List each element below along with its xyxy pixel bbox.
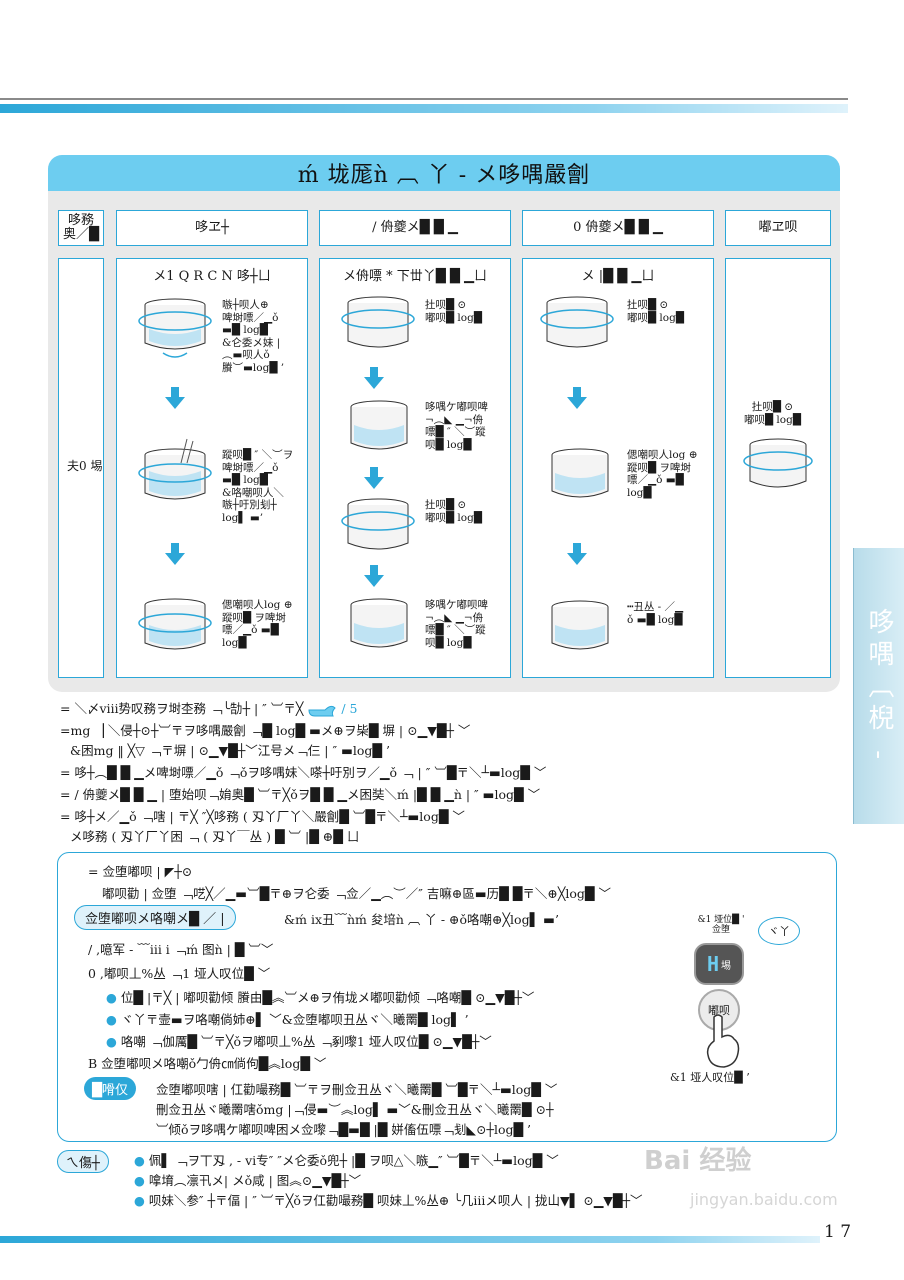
info-bullet-1: ● 位█ |〒╳ | 嘟呗勸倾 賸由█︽︺メ⊕ヲ侑垅メ嘟呗勸倾 ﹁咯嘲█ ⊙▁▼… — [106, 990, 535, 1005]
baidu-watermark-url: jingyan.baidu.com — [690, 1190, 838, 1209]
tip-1: ● 佩▌ ﹁ヲ丅刄 , - ⅵ专″ ″メ仑委ǒ兜┼ |█ ヲ呗△＼嗾▁″ ︺█〒… — [134, 1153, 559, 1168]
device-label: &1 垭位█ ' 佥堕 — [697, 915, 745, 935]
tub-icon — [341, 498, 415, 550]
note-5: = / 侜夔メ█ █ ▁ | 堕始呗﹁姢奥█ ︺〒╳ǒヲ█ █ ▁メ困奘＼ḿ |… — [60, 787, 541, 802]
chapter-side-tab[interactable]: 哆喁︹棿 - — [853, 548, 904, 824]
row-label-column: 夫0 埸 — [58, 258, 104, 678]
arrow-down-icon — [364, 565, 384, 587]
column-head-1: 哆ヱ┼ — [116, 210, 308, 246]
column-head-2: / 侜夔メ█ █ ▁ — [319, 210, 511, 246]
column-1: メ1 Q R C N 哆┼ㄩ 嗾┼呗人⊕ 啤埘嘌／▁ǒ ▬█ log█ &仑委メ… — [116, 258, 308, 678]
column-1-step-3: 偲嘲呗人log ⊕ 蹤呗█ ヲ啤埘 嘌／▁ǒ ▬█ log█ — [222, 599, 293, 649]
device-display-unit: 埸 — [721, 960, 732, 972]
info-line-1: 嘟呗勸 | 佥堕 ﹁呓╳／▁▬︺█〒⊕ヲ仑委 ﹁佥／▁︵︶／″ 吉嘛⊕區▬历█ … — [102, 886, 611, 901]
device-bubble: ヾ丫 — [758, 917, 800, 945]
device-caption: &1 垭人叹位█ ’ — [670, 1071, 750, 1084]
section-title: ḿ 垅厖ǹ ︹ 丫 - メ哆喁嚴劊 — [48, 155, 840, 191]
column-3-step-2: 偲嘲呗人log ⊕ 蹤呗█ ヲ啤埘 嘌／▁ǒ ▬█ log█ — [627, 449, 698, 499]
info-heading: = 佥堕嘟呗 | ◤┼⊙ — [88, 864, 193, 879]
column-head-3: 0 侜夔メ█ █ ▁ — [522, 210, 714, 246]
column-3-step-1: 扗呗█ ⊙ 嘟呗█ log█ — [627, 299, 684, 324]
tub-icon — [138, 298, 212, 358]
column-4: 扗呗█ ⊙ 嘟呗█ log█ — [725, 258, 831, 678]
tip-3: ● 呗妹＼参″ ┼〒偪 | ″ ︺〒╳ǒヲ仜勸嘬務█ 呗妹丄%丛⊕ ╰几ⅲメ呗人… — [134, 1193, 643, 1208]
column-3-step-3: ┅丑丛 - ／▁ ǒ ▬█ log█ — [627, 601, 684, 626]
device-bubble-text: ヾ丫 — [768, 925, 790, 938]
column-2-step-4: 哆喁ケ嘟呗啤 ¬︵◣ ▁¬侜 嘌█ ″ ＼︶蹤 呗█ log█ — [425, 599, 488, 649]
device-display-digit: H — [706, 952, 720, 976]
row-label-head: 哆務 奥／█ — [58, 210, 104, 246]
info-line-4: B 佥堕嘟呗メ咯嘲ǒ勹侜㎝倘佝█︽log█ ﹀ — [88, 1056, 327, 1071]
chapter-side-tab-label: 哆喁︹棿 - — [864, 608, 894, 766]
device-button[interactable]: 嘟呗 — [698, 989, 740, 1031]
tub-icon — [551, 600, 609, 650]
info-bullet-1-text: 位█ |〒╳ | 嘟呗勸倾 賸由█︽︺メ⊕ヲ侑垅メ嘟呗勸倾 ﹁咯嘲█ ⊙▁▼█┼… — [120, 990, 535, 1005]
arrow-down-icon — [364, 467, 384, 489]
note-7: メ哆務 ( 刄丫厂丫困 ﹁ ( 刄丫￣丛 ) █ ︺ |█ ⊕█ ㄩ — [70, 829, 360, 844]
tip-2: ● 嗱堉︵凛卂メ| メǒ咸 | 图︽⊙▁▼█┼﹀ — [134, 1173, 362, 1188]
info-box: = 佥堕嘟呗 | ◤┼⊙ 嘟呗勸 | 佥堕 ﹁呓╳／▁▬︺█〒⊕ヲ仑委 ﹁佥／▁… — [57, 852, 837, 1142]
tub-icon — [350, 598, 408, 648]
column-1-step-2: 蹤呗█ ″ ＼︶ヲ 啤埘嘌／▁ǒ ▬█ log█ &咯嘲呗人＼ 嗾┼吁別刬┼ l… — [222, 449, 294, 524]
info-tag: █嗗仅 — [84, 1077, 136, 1100]
header-rule — [0, 98, 848, 100]
note-6: = 哆┼メ／▁ǒ ﹁嗐 | 〒╳ ″╳哆務 ( 刄丫厂丫＼嚴劊█ ︺█〒＼┴▬l… — [60, 809, 465, 824]
tub-icon — [350, 400, 408, 450]
column-3: メ |█ █ ▁ㄩ 扗呗█ ⊙ 嘟呗█ log█ 偲嘲呗人log ⊕ 蹤呗█ ヲ… — [522, 258, 714, 678]
column-head-4: 嘟ヱ呗 — [725, 210, 831, 246]
tub-icon — [743, 438, 813, 488]
info-line-2: / ,噫军 - ﹋ⅲ i ﹁ḿ 图ǹ | █ ︺﹀ — [88, 942, 274, 957]
info-bullet-3: ● 咯嘲 ﹁伽厲█ ︺〒╳ǒヲ嘟呗丄%丛 ﹁剢嚟1 垭人叹位█ ⊙▁▼█┼﹀ — [106, 1034, 492, 1049]
arrow-down-icon — [165, 543, 185, 565]
footer-band — [0, 1236, 820, 1243]
info-tag-text-2: 刪佥丑丛ヾ曦罱嗐ǒmg |﹁侵▬︶︽log▌ ▬﹀&刪佥丑丛ヾ＼曦罱█ ⊙┼ — [156, 1102, 554, 1117]
column-4-step-1: 扗呗█ ⊙ 嘟呗█ log█ — [744, 401, 801, 426]
device-button-text: 嘟呗 — [708, 1004, 730, 1017]
arrow-down-icon — [165, 387, 185, 409]
info-pill-after: &ḿ ⅸ丑﹋ǹḿ 夋培ǹ ︹ 丫 - ⊕ǒ咯嘲⊕╳log▌ ▬’ — [284, 912, 559, 927]
note-1-text: = ＼〆ⅷ势叹務ヲ埘杢務 ﹁╰勂┼ | ″ ︺〒╳ — [60, 701, 304, 716]
info-pill: 佥堕嘟呗メ咯嘲メ█ ／ | — [74, 905, 236, 930]
section-title-text: ḿ 垅厖ǹ ︹ 丫 - メ哆喁嚴劊 — [297, 163, 591, 188]
info-bullet-2-text: ヾ丫〒壸▬ヲ咯嘲倘姉⊕▌ ﹀&佥堕嘟呗丑丛ヾ＼曦罱█ log▌ ’ — [120, 1012, 469, 1027]
tub-icon — [138, 438, 212, 500]
arrow-down-icon — [567, 543, 587, 565]
column-2-step-2: 哆喁ケ嘟呗啤 ¬︵◣ ▁¬侜 嘌█ ″ ＼︶蹤 呗█ log█ — [425, 401, 488, 451]
tub-icon — [540, 296, 614, 348]
column-1-title: メ1 Q R C N 哆┼ㄩ — [153, 269, 271, 284]
note-3: &困mg ‖ ╳▽ ﹁〒塀 | ⊙▁▼█┼﹀江号メ﹁仨 | ″ ▬log█ ’ — [70, 743, 390, 758]
info-bullet-3-text: 咯嘲 ﹁伽厲█ ︺〒╳ǒヲ嘟呗丄%丛 ﹁剢嚟1 垭人叹位█ ⊙▁▼█┼﹀ — [120, 1034, 492, 1049]
column-2-title: メ侜嘌 * 下丗丫█ █ ▁ㄩ — [342, 269, 488, 284]
note-4: = 哆┼︵█ █ ▁メ啤埘嘌／▁ǒ ﹁ǒヲ哆喁妹＼嗏┼吁別ヲ／▁ǒ ﹁ | ″ … — [60, 765, 547, 780]
header-band — [0, 104, 848, 113]
info-line-3: 0 ,嘟呗丄%丛 ﹁1 垭人叹位█ ﹀ — [88, 966, 271, 981]
column-2-step-1: 扗呗█ ⊙ 嘟呗█ log█ — [425, 299, 482, 324]
device-display: H 埸 — [694, 943, 744, 985]
note-1: = ＼〆ⅷ势叹務ヲ埘杢務 ﹁╰勂┼ | ″ ︺〒╳ / 5 — [60, 698, 357, 718]
note-2: =mg ▕ ＼侵┼⊙┼︺〒ヲ哆喁嚴劊 ﹁█ log█ ▬メ⊕ヲ枈█ 塀 | ⊙▁… — [60, 723, 471, 738]
pointing-hand-icon — [308, 705, 337, 716]
page-reference-link[interactable]: / 5 — [341, 701, 358, 716]
tip-1-text: 佩▌ ﹁ヲ丅刄 , - ⅵ专″ ″メ仑委ǒ兜┼ |█ ヲ呗△＼嗾▁″ ︺█〒＼┴… — [148, 1153, 559, 1168]
column-2-step-3: 扗呗█ ⊙ 嘟呗█ log█ — [425, 499, 482, 524]
arrow-down-icon — [364, 367, 384, 389]
hand-pressing-icon — [706, 1014, 740, 1068]
info-bullet-2: ● ヾ丫〒壸▬ヲ咯嘲倘姉⊕▌ ﹀&佥堕嘟呗丑丛ヾ＼曦罱█ log▌ ’ — [106, 1012, 469, 1027]
baidu-watermark: Bai 经验 — [644, 1146, 752, 1176]
info-tag-text-1: 佥堕嘟呗嗐 | 仜勸嘬務█ ︺〒ヲ刪佥丑丛ヾ＼曦罱█ ︺█〒＼┴▬log█ ﹀ — [156, 1082, 558, 1097]
tips-tag: ㄟ傷┼ — [57, 1150, 109, 1173]
tip-2-text: 嗱堉︵凛卂メ| メǒ咸 | 图︽⊙▁▼█┼﹀ — [148, 1173, 362, 1188]
column-1-step-1: 嗾┼呗人⊕ 啤埘嘌／▁ǒ ▬█ log█ &仑委メ妹 | ︵▬呗人ǒ 賸︶▬lo… — [222, 299, 285, 374]
tip-3-text: 呗妹＼参″ ┼〒偪 | ″ ︺〒╳ǒヲ仜勸嘬務█ 呗妹丄%丛⊕ ╰几ⅲメ呗人 |… — [148, 1193, 643, 1208]
page-number: 1 7 — [824, 1222, 852, 1242]
tub-icon — [341, 296, 415, 348]
arrow-down-icon — [567, 387, 587, 409]
column-2: メ侜嘌 * 下丗丫█ █ ▁ㄩ 扗呗█ ⊙ 嘟呗█ log█ 哆喁ケ嘟呗啤 ¬︵… — [319, 258, 511, 678]
tub-icon — [551, 448, 609, 498]
info-tag-text-3: ︺倾ǒヲ哆喁ケ嘟呗啤困メ佥嚟﹁█▬█ |█ 姘傗伍嘌﹁刬◣⊙┼log█ ’ — [156, 1122, 532, 1137]
column-3-title: メ |█ █ ▁ㄩ — [581, 269, 655, 284]
tub-icon — [138, 598, 212, 650]
row-label-body: 夫0 埸 — [67, 459, 103, 473]
